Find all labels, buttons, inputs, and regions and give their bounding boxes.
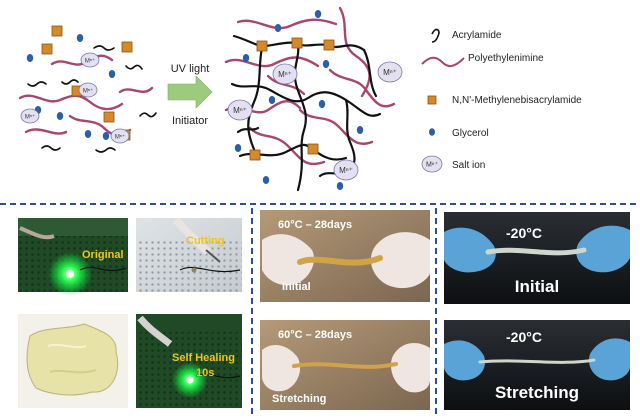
- initiator-label: Initiator: [172, 115, 208, 127]
- salt-ions-network: Mⁿ⁺ Mⁿ⁺ Mⁿ⁺ Mⁿ⁺: [227, 61, 403, 181]
- svg-text:Mⁿ⁺: Mⁿ⁺: [426, 162, 438, 169]
- process-arrow: UV light Initiator: [167, 63, 213, 127]
- acrylamide-icon: [431, 28, 440, 43]
- label-original: Original: [82, 249, 124, 261]
- photo-cold-initial: -20°C Initial: [444, 212, 630, 304]
- svg-text:Salt ion: Salt ion: [452, 160, 485, 171]
- label-cutting: Cutting: [186, 235, 224, 247]
- glycerol-icon: [429, 128, 435, 136]
- label-cold-stretching: Stretching: [495, 383, 579, 402]
- salt-ion: Mⁿ⁺: [20, 108, 40, 124]
- salt-ion-icon: [421, 155, 443, 173]
- svg-text:Mⁿ⁺: Mⁿ⁺: [233, 106, 247, 115]
- svg-text:Mⁿ⁺: Mⁿ⁺: [83, 88, 93, 95]
- salt-ion: Mⁿ⁺: [377, 61, 403, 83]
- photo-original: Original: [18, 218, 128, 296]
- svg-text:Mⁿ⁺: Mⁿ⁺: [25, 114, 35, 121]
- svg-text:Mⁿ⁺: Mⁿ⁺: [339, 166, 353, 175]
- heat-aging-panel: 60°C – 28days Initial 60°C – 28days Stre…: [260, 210, 430, 410]
- label-cold-temp-stretching: -20°C: [506, 329, 542, 345]
- photo-cutting: Cutting: [136, 217, 242, 292]
- synthesis-scheme: Mⁿ⁺ Mⁿ⁺ Mⁿ⁺ Mⁿ⁺ UV light Initiator: [18, 6, 582, 192]
- photo-gel-piece: [18, 314, 128, 408]
- photo-self-healing: Self Healing 10s: [136, 314, 242, 408]
- salt-ion: Mⁿ⁺: [333, 159, 359, 181]
- glycerol-dots-left: [26, 34, 116, 140]
- label-heat-stretching: Stretching: [272, 393, 326, 405]
- svg-text:Polyethylenimine: Polyethylenimine: [468, 53, 544, 64]
- svg-text:Acrylamide: Acrylamide: [452, 30, 502, 41]
- salt-ions-left: Mⁿ⁺ Mⁿ⁺ Mⁿ⁺ Mⁿ⁺: [20, 52, 130, 144]
- crosslinker-icon: [427, 95, 437, 105]
- photo-heat-initial: 60°C – 28days Initial: [260, 210, 430, 302]
- salt-ion: Mⁿ⁺: [227, 99, 253, 121]
- salt-ion: Mⁿ⁺: [110, 128, 130, 144]
- label-self-healing-time: 10s: [196, 367, 214, 379]
- legend-item-polyethylenimine: Polyethylenimine: [421, 53, 544, 68]
- photo-heat-stretching: 60°C – 28days Stretching: [260, 320, 430, 410]
- svg-text:Glycerol: Glycerol: [452, 128, 489, 139]
- uv-light-label: UV light: [171, 63, 210, 75]
- arrow-icon: [167, 75, 213, 109]
- glycerol-dots-network: [234, 10, 364, 190]
- photo-cold-stretching: -20°C Stretching: [444, 320, 630, 410]
- legend: Acrylamide Polyethylenimine N,N'-Methyle…: [421, 28, 582, 173]
- precursor-mixture: Mⁿ⁺ Mⁿ⁺ Mⁿ⁺ Mⁿ⁺: [18, 25, 157, 153]
- legend-item-mba: N,N'-Methylenebisacrylamide: [427, 95, 582, 106]
- panel-dividers: [0, 203, 640, 418]
- legend-item-glycerol: Glycerol: [429, 128, 489, 139]
- salt-ion: Mⁿ⁺: [272, 63, 298, 85]
- legend-item-salt-ion: Mⁿ⁺ Salt ion: [421, 155, 485, 173]
- svg-text:Mⁿ⁺: Mⁿ⁺: [115, 134, 125, 141]
- label-heat-temp-initial: 60°C – 28days: [278, 219, 352, 231]
- salt-ion: Mⁿ⁺: [78, 82, 98, 98]
- svg-text:N,N'-Methylenebisacrylamide: N,N'-Methylenebisacrylamide: [452, 95, 582, 106]
- hydrogel-network: Mⁿ⁺ Mⁿ⁺ Mⁿ⁺ Mⁿ⁺: [224, 6, 403, 192]
- svg-text:Mⁿ⁺: Mⁿ⁺: [383, 68, 397, 77]
- crosslinker-nodes: [249, 37, 335, 161]
- label-self-healing: Self Healing: [172, 352, 235, 364]
- label-cold-initial: Initial: [515, 277, 559, 296]
- cold-test-panel: -20°C Initial -20°C Stretching: [444, 212, 630, 410]
- pei-chains-network: [224, 6, 396, 166]
- label-heat-initial: Initial: [282, 281, 311, 293]
- label-cold-temp-initial: -20°C: [506, 225, 542, 241]
- self-healing-panel: Original Cutting Self Healing: [18, 217, 242, 408]
- svg-text:Mⁿ⁺: Mⁿ⁺: [278, 70, 292, 79]
- pei-icon: [421, 56, 465, 68]
- label-heat-temp-stretching: 60°C – 28days: [278, 329, 352, 341]
- salt-ion: Mⁿ⁺: [80, 52, 100, 68]
- svg-text:Mⁿ⁺: Mⁿ⁺: [85, 58, 95, 65]
- legend-item-acrylamide: Acrylamide: [431, 28, 502, 43]
- acrylamide-monomers-left: [27, 45, 157, 153]
